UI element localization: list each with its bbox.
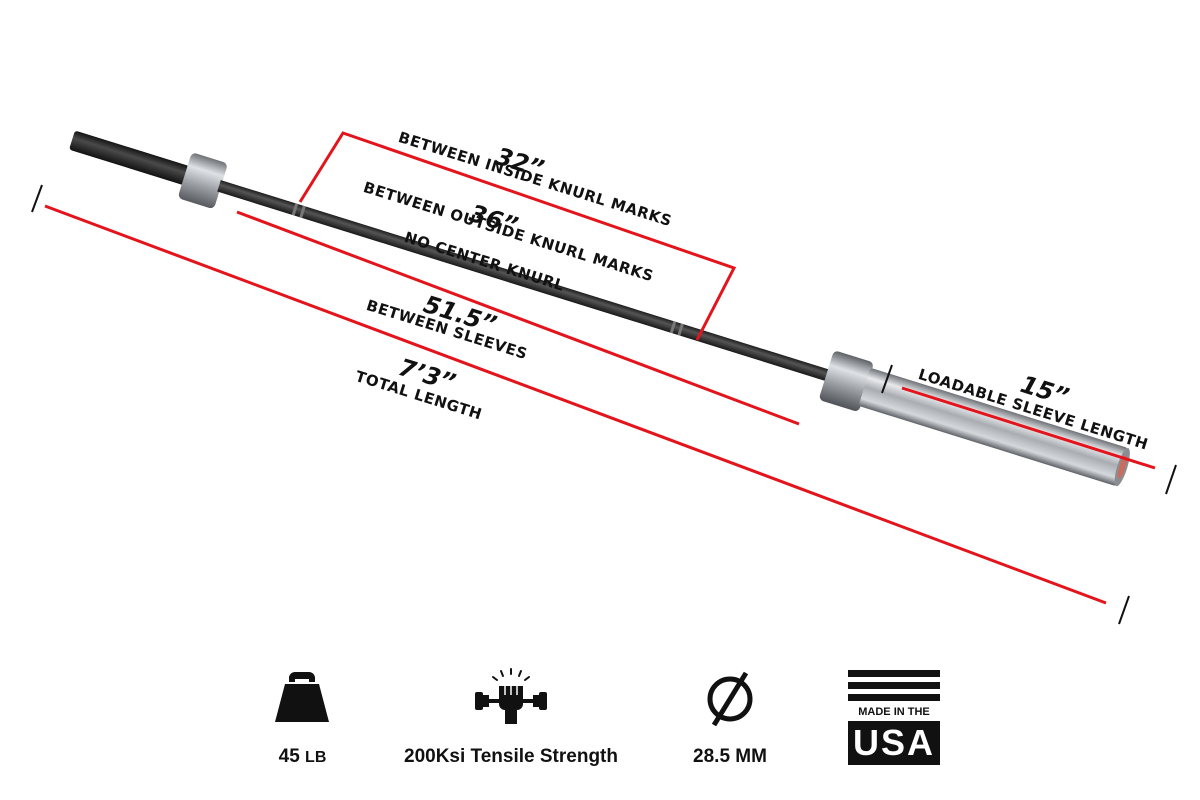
right-knurl-mark [669,321,677,334]
bar-shaft [217,180,832,382]
right-collar [819,351,873,411]
left-knurl-mark-2 [299,205,306,218]
diameter-symbol-icon [707,671,753,726]
badge-top-text: MADE IN THE [858,706,930,718]
left-sleeve [69,131,189,185]
feature-diameter: 28.5 MM [660,668,800,768]
total-length-line [44,204,1107,605]
weight-value: 45 [278,746,300,767]
end-ticks [31,184,1177,625]
barbell [69,131,1130,487]
tensile-caption: 200Ksi Tensile Strength [404,746,618,767]
inside-knurl-bracket [298,131,737,341]
usa-flag-badge-icon [848,670,940,765]
badge-bottom-text: USA [852,722,935,763]
weight-caption: 45 LB [240,746,365,768]
dimension-lines [44,131,1156,605]
right-sleeve [859,368,1128,486]
feature-origin: MADE IN THE USA [848,670,940,766]
gripping-fist-barbell-icon [475,668,547,724]
left-knurl-mark [291,203,299,216]
sleeve-right-tick [1165,464,1177,495]
total-left-tick [31,184,43,213]
sleeve-bore [1117,455,1127,479]
left-collar [178,153,227,209]
feature-weight: 45 LB [240,668,365,768]
total-right-tick [1118,595,1130,625]
feature-tensile: 200Ksi Tensile Strength [385,668,637,768]
kettle-weight-icon [275,672,329,722]
right-knurl-mark-2 [677,323,684,336]
sleeve-length-line [901,386,1156,470]
sleeve-left-tick [881,364,893,394]
weight-unit: LB [305,749,327,766]
between-sleeves-line [236,210,800,426]
diameter-caption: 28.5 MM [693,746,767,767]
